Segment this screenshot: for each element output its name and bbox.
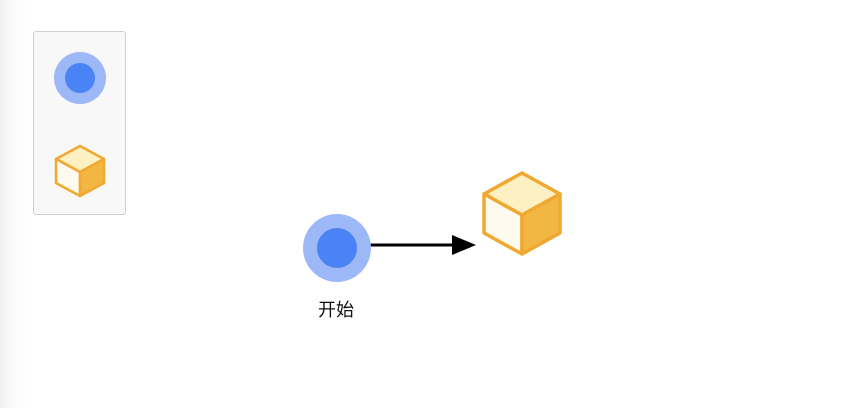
start-event-icon bbox=[54, 52, 106, 104]
palette-task[interactable] bbox=[52, 143, 108, 199]
task-cube-icon bbox=[54, 144, 106, 198]
task-cube-icon bbox=[482, 171, 562, 256]
start-event-label: 开始 bbox=[318, 300, 354, 321]
node-palette bbox=[33, 31, 126, 215]
task-node[interactable] bbox=[478, 170, 566, 258]
start-event-icon bbox=[303, 214, 371, 282]
edge-start-to-task[interactable] bbox=[370, 232, 480, 258]
palette-start-event[interactable] bbox=[52, 50, 108, 106]
start-event-node[interactable] bbox=[302, 213, 372, 283]
